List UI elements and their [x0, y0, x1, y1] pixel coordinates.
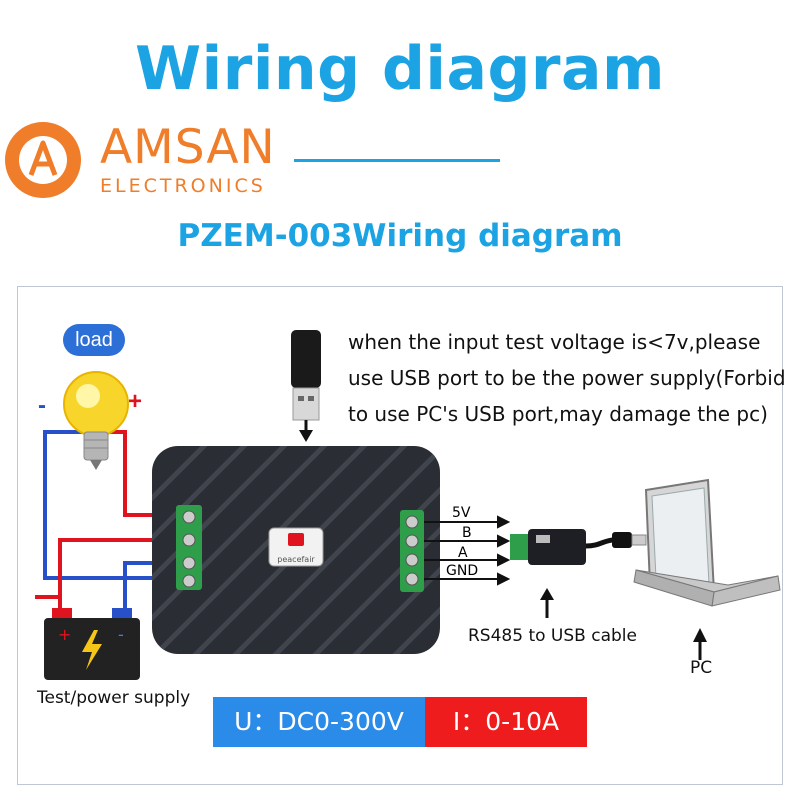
rs485-usb-adapter-icon	[510, 529, 647, 565]
brand-name: AMSAN	[100, 120, 276, 175]
polarity-minus: -	[38, 392, 46, 419]
brand-tagline: ELECTRONICS	[100, 175, 266, 197]
svg-text:-: -	[118, 625, 124, 644]
pin-5v: 5V	[452, 505, 471, 521]
pin-b: B	[462, 525, 472, 541]
pzem-device: peacefair	[152, 446, 440, 654]
page-title: Wiring diagram	[134, 34, 665, 104]
load-badge: load	[63, 324, 125, 356]
current-spec: I：0-10A	[425, 697, 587, 747]
polarity-plus: +	[128, 388, 143, 415]
pin-a: A	[458, 545, 468, 561]
usb-note-line-3: to use PC's USB port,may damage the pc)	[348, 402, 768, 426]
arrow-down-icon	[299, 420, 313, 442]
divider	[294, 159, 500, 162]
pc-label: PC	[690, 658, 713, 678]
battery-label: Test/power supply	[37, 688, 191, 708]
cable-label: RS485 to USB cable	[468, 626, 637, 646]
laptop-icon	[633, 478, 781, 607]
usb-plug-icon	[291, 330, 321, 421]
arrow-up-icon	[540, 588, 554, 618]
usb-note-line-2: use USB port to be the power supply(Forb…	[348, 366, 786, 390]
diagram-frame	[17, 286, 783, 785]
light-bulb-icon	[63, 371, 129, 470]
device-brand: peacefair	[277, 555, 315, 564]
pin-gnd: GND	[446, 563, 478, 579]
voltage-spec: U：DC0-300V	[213, 697, 425, 747]
battery-icon: + -	[44, 608, 140, 680]
arrow-up-icon	[693, 628, 707, 660]
diagram-subtitle: PZEM-003Wiring diagram	[177, 218, 623, 254]
rs485-lines	[424, 515, 511, 586]
usb-note-line-1: when the input test voltage is<7v,please	[348, 330, 761, 354]
svg-text:+: +	[58, 625, 71, 644]
